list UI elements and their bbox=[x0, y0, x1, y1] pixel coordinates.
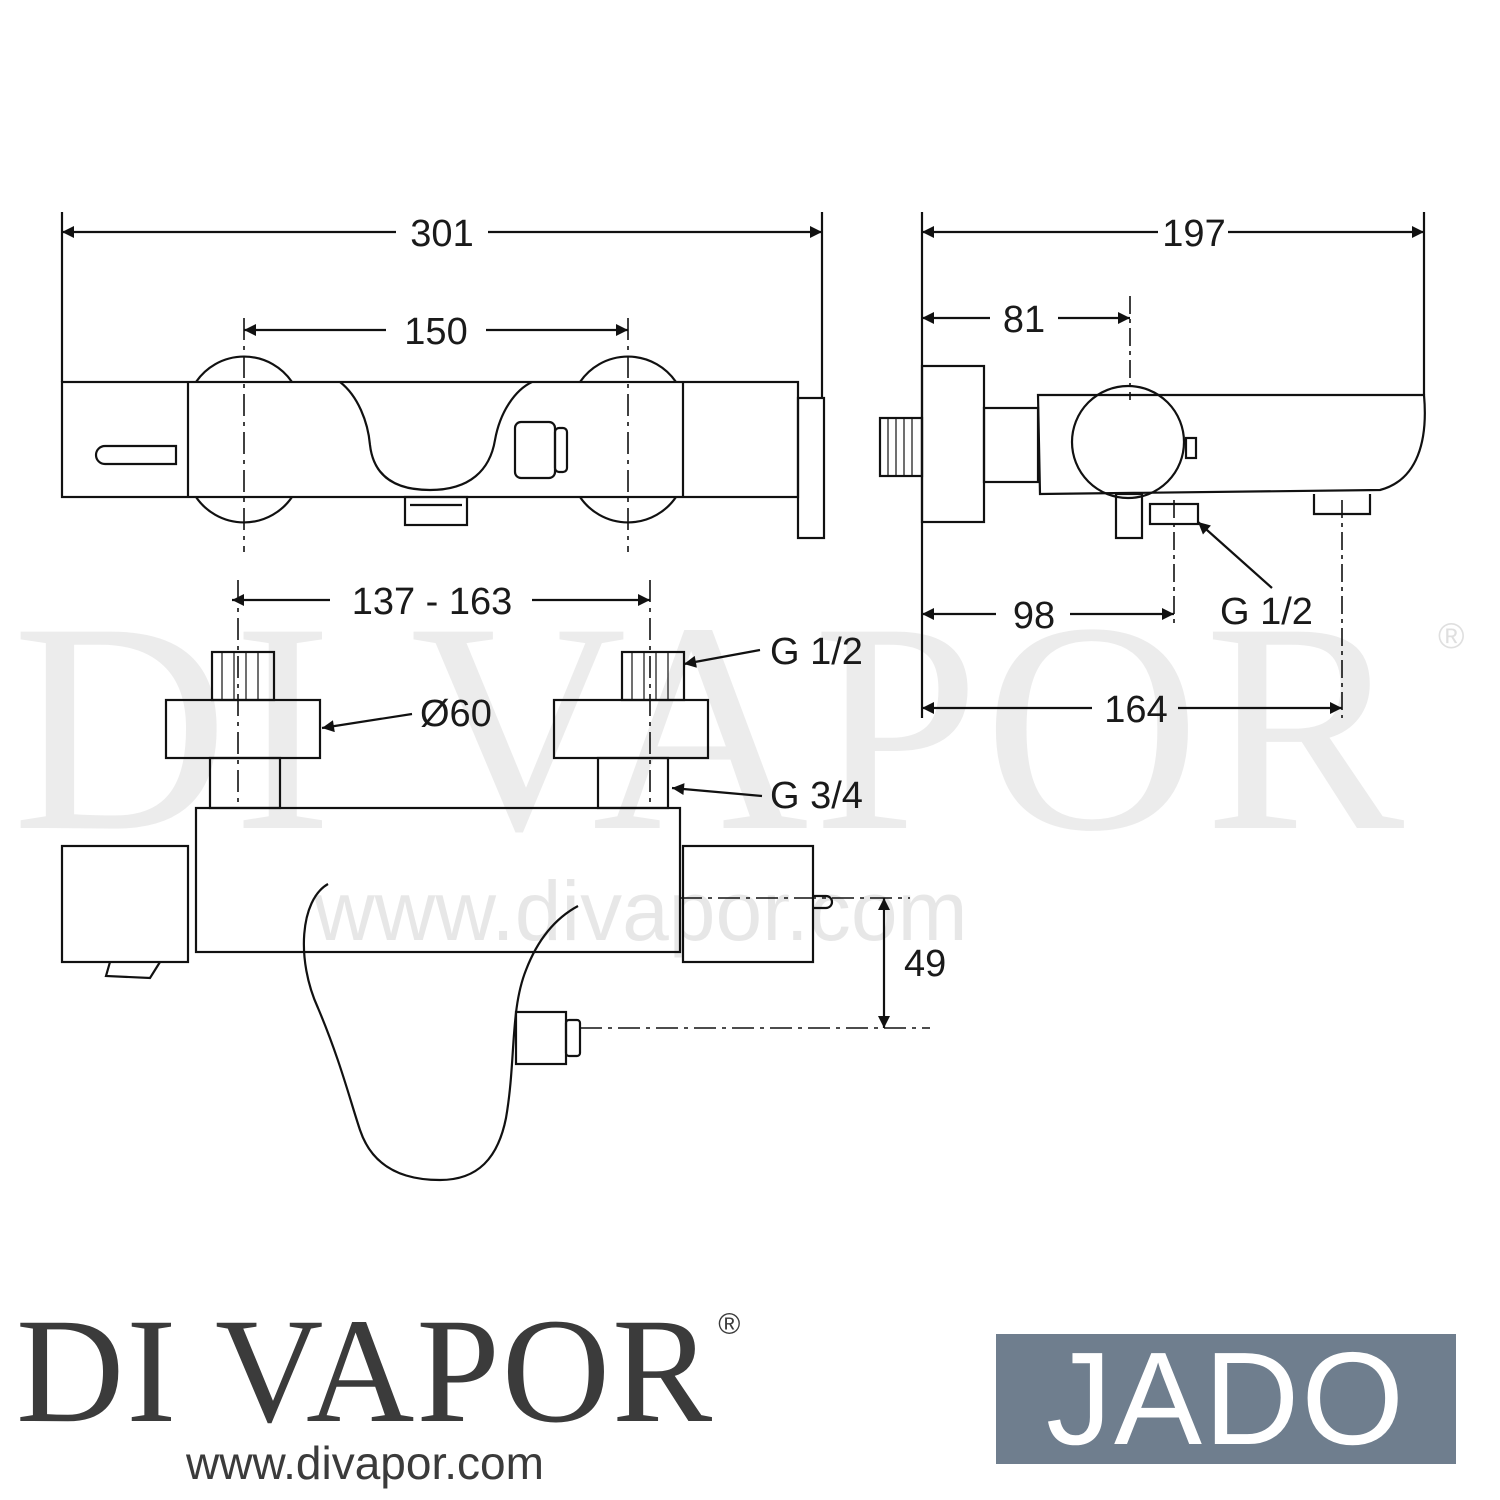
front-view bbox=[60, 580, 930, 1182]
dim-outlet-height: 49 bbox=[904, 943, 946, 985]
callout-thread-inlet: G 1/2 bbox=[770, 631, 863, 673]
dim-wall-to-outlet-a: 98 bbox=[1013, 595, 1055, 637]
divapor-url: www.divapor.com bbox=[186, 1437, 544, 1489]
divapor-logo: DI VAPOR® bbox=[16, 1296, 742, 1446]
divapor-logo-text: DI VAPOR bbox=[16, 1288, 715, 1454]
dimension-labels: 301 150 137 - 163 197 81 98 164 49 G 1/2… bbox=[352, 213, 1313, 985]
registered-mark: ® bbox=[718, 1308, 743, 1341]
watermark-logo: DI VAPOR bbox=[12, 561, 1408, 893]
watermark-url: www.divapor.com bbox=[313, 864, 968, 958]
watermark-registered: ® bbox=[1438, 615, 1465, 656]
callout-flange-diameter: Ø60 bbox=[420, 693, 492, 735]
dim-overall-depth: 197 bbox=[1162, 213, 1225, 255]
side-view bbox=[878, 212, 1426, 718]
dimension-lines bbox=[62, 226, 1424, 1028]
dim-connection-range: 137 - 163 bbox=[352, 581, 513, 623]
dim-overall-width: 301 bbox=[410, 213, 473, 255]
dim-wall-to-outlet-b: 164 bbox=[1104, 689, 1167, 731]
leader-lines bbox=[321, 521, 1273, 798]
callout-thread-outlet: G 1/2 bbox=[1220, 591, 1313, 633]
dim-connection-spacing: 150 bbox=[404, 311, 467, 353]
callout-thread-body: G 3/4 bbox=[770, 775, 863, 817]
top-view bbox=[60, 212, 826, 552]
jado-logo: JADO bbox=[996, 1333, 1456, 1465]
dim-wall-to-handle: 81 bbox=[1003, 299, 1045, 341]
